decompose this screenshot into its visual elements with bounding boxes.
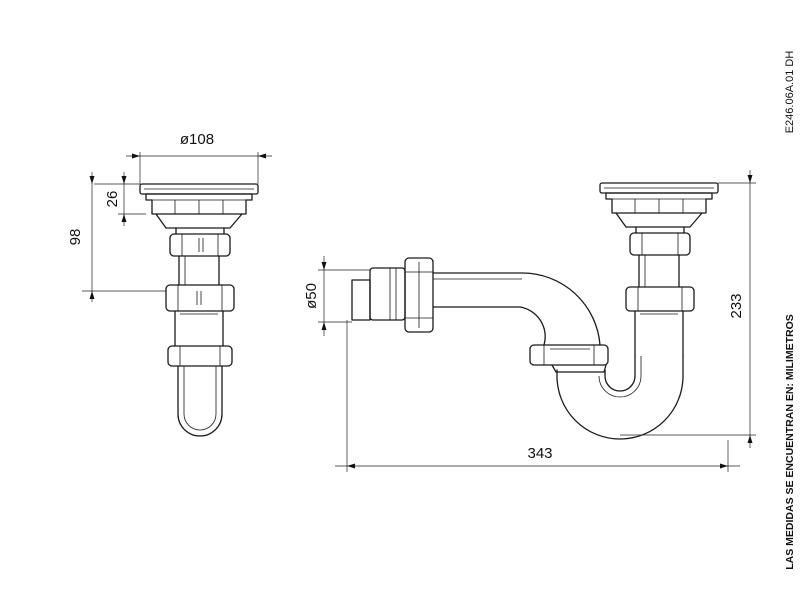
side-trap-nut (529, 344, 609, 366)
units-note: LAS MEDIDAS SE ENCUENTRAN EN: MILIMETROS (784, 314, 796, 570)
side-view (351, 182, 719, 440)
side-middle-nut (625, 286, 695, 312)
front-lower-nut (167, 345, 233, 367)
side-u-bend (556, 355, 684, 440)
front-view (139, 183, 259, 437)
front-dimensions: ø108 26 98 (67, 131, 272, 302)
side-horizontal-arm (432, 272, 601, 346)
dim-outlet-diameter: ø50 (303, 283, 320, 309)
dim-front-height: 98 (67, 229, 84, 246)
side-outlet-tube (351, 279, 371, 321)
front-strainer-body (145, 193, 253, 215)
side-outlet-adapter (369, 267, 406, 321)
front-trap-bowl (177, 365, 223, 437)
dim-strainer-diameter: ø108 (180, 131, 214, 148)
front-middle-nut (165, 284, 235, 312)
drawing-code: E246.06A.01 DH (784, 51, 796, 134)
dim-strainer-height: 26 (104, 191, 121, 208)
dim-total-height: 233 (728, 293, 745, 318)
side-dimensions: ø50 233 343 (303, 170, 756, 472)
front-upper-nut (169, 233, 231, 257)
side-strainer-body (605, 192, 713, 214)
side-upper-nut (629, 232, 691, 256)
dim-total-length: 343 (527, 445, 552, 462)
